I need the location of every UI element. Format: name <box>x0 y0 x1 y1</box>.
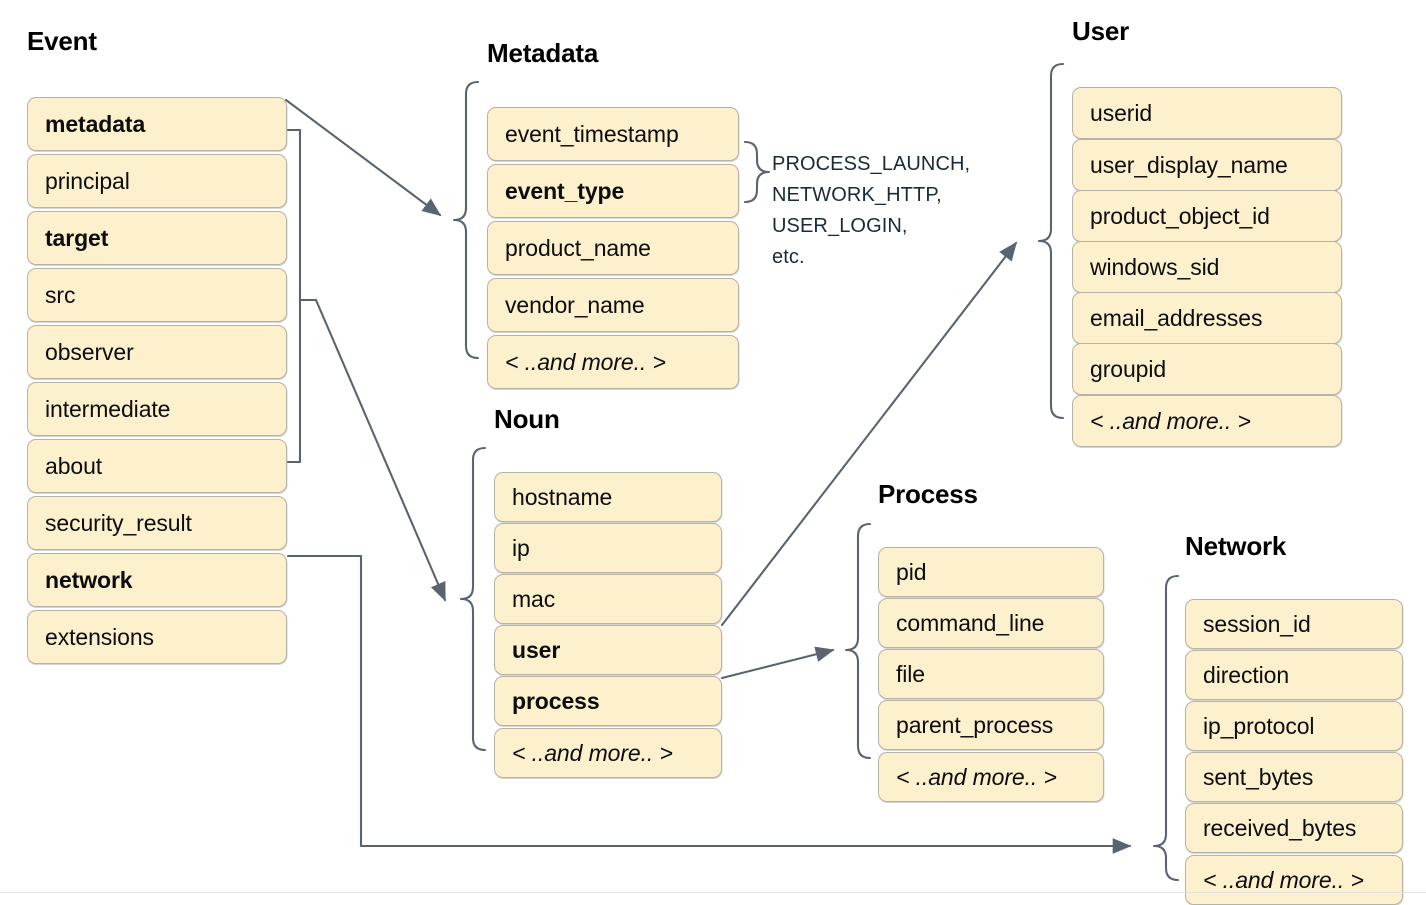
group-event-title: Event <box>27 26 97 56</box>
group-event: Event metadata principal target src obse… <box>27 26 287 664</box>
field-noun-ip[interactable]: ip <box>494 523 722 573</box>
field-user-groupid[interactable]: groupid <box>1072 343 1342 395</box>
group-process-title: Process <box>878 479 978 509</box>
brace-process <box>844 522 872 760</box>
field-user-windows-sid[interactable]: windows_sid <box>1072 241 1342 293</box>
field-process-file[interactable]: file <box>878 649 1104 699</box>
field-event-security-result[interactable]: security_result <box>27 496 287 550</box>
field-noun-user[interactable]: user <box>494 625 722 675</box>
field-metadata-product-name[interactable]: product_name <box>487 221 739 275</box>
field-noun-more[interactable]: < ..and more.. > <box>494 728 722 778</box>
annotation-event-type-values: PROCESS_LAUNCH, NETWORK_HTTP, USER_LOGIN… <box>772 153 971 268</box>
brace-user <box>1037 62 1065 420</box>
field-event-observer[interactable]: observer <box>27 325 287 379</box>
field-user-email-addresses[interactable]: email_addresses <box>1072 292 1342 344</box>
field-user-product-object-id[interactable]: product_object_id <box>1072 190 1342 242</box>
group-metadata-title: Metadata <box>487 38 599 68</box>
event-noun-bracket <box>286 128 302 464</box>
footer-divider <box>0 892 1426 893</box>
field-user-display-name[interactable]: user_display_name <box>1072 139 1342 191</box>
wire-network <box>286 554 1132 854</box>
field-event-metadata[interactable]: metadata <box>27 97 287 151</box>
field-process-more[interactable]: < ..and more.. > <box>878 752 1104 802</box>
field-event-intermediate[interactable]: intermediate <box>27 382 287 436</box>
field-process-pid[interactable]: pid <box>878 547 1104 597</box>
field-noun-mac[interactable]: mac <box>494 574 722 624</box>
field-metadata-vendor-name[interactable]: vendor_name <box>487 278 739 332</box>
field-user-userid[interactable]: userid <box>1072 87 1342 139</box>
group-network-title: Network <box>1185 531 1287 561</box>
field-event-src[interactable]: src <box>27 268 287 322</box>
group-metadata: Metadata event_timestamp event_type prod… <box>487 38 739 389</box>
field-network-direction[interactable]: direction <box>1185 650 1403 700</box>
field-network-more[interactable]: < ..and more.. > <box>1185 855 1403 905</box>
brace-noun <box>459 446 487 752</box>
group-process: Process pid command_line file parent_pro… <box>878 479 1104 802</box>
brace-event-type-values <box>743 140 771 204</box>
field-process-parent-process[interactable]: parent_process <box>878 700 1104 750</box>
field-noun-process[interactable]: process <box>494 676 722 726</box>
field-network-ip-protocol[interactable]: ip_protocol <box>1185 701 1403 751</box>
field-process-command-line[interactable]: command_line <box>878 598 1104 648</box>
field-network-sent-bytes[interactable]: sent_bytes <box>1185 752 1403 802</box>
field-network-received-bytes[interactable]: received_bytes <box>1185 803 1403 853</box>
field-event-extensions[interactable]: extensions <box>27 610 287 664</box>
group-noun: Noun hostname ip mac user process < ..an… <box>494 404 722 778</box>
wire-metadata <box>284 98 442 217</box>
field-event-target[interactable]: target <box>27 211 287 265</box>
field-network-session-id[interactable]: session_id <box>1185 599 1403 649</box>
group-network: Network session_id direction ip_protocol… <box>1185 531 1403 905</box>
wire-noun <box>314 298 447 602</box>
group-user-title: User <box>1072 16 1130 46</box>
wire-user <box>720 241 1018 627</box>
wire-process <box>720 646 835 680</box>
brace-network <box>1152 574 1180 882</box>
field-noun-hostname[interactable]: hostname <box>494 472 722 522</box>
field-metadata-event-type[interactable]: event_type <box>487 164 739 218</box>
group-user: User userid user_display_name product_ob… <box>1072 16 1342 447</box>
brace-metadata <box>452 80 480 360</box>
field-event-about[interactable]: about <box>27 439 287 493</box>
group-noun-title: Noun <box>494 404 560 434</box>
field-user-more[interactable]: < ..and more.. > <box>1072 395 1342 447</box>
field-event-principal[interactable]: principal <box>27 154 287 208</box>
field-metadata-more[interactable]: < ..and more.. > <box>487 335 739 389</box>
field-event-network[interactable]: network <box>27 553 287 607</box>
field-metadata-event-timestamp[interactable]: event_timestamp <box>487 107 739 161</box>
